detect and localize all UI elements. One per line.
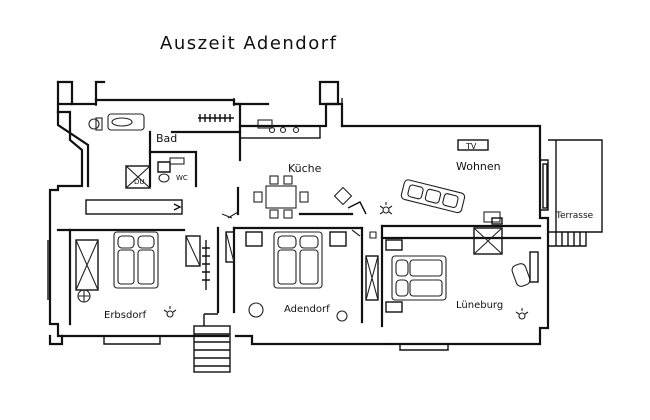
lamp-icon [515,308,529,320]
tv-label: TV [465,142,477,151]
room-label-du: DU [134,178,145,186]
outer-walls [48,80,550,346]
bed-icon [113,231,159,289]
wardrobe-icon [75,239,99,291]
kitchen: Küche [239,119,367,219]
door-icon [221,211,377,239]
counter [239,125,321,139]
room-label-erbsdorf: Erbsdorf [104,310,147,321]
room-label-kueche: Küche [288,162,322,175]
room-label-wc: WC [176,174,188,182]
bathtub-icon [107,113,145,131]
terrace [547,139,603,247]
bed-icon [391,255,447,301]
armchair-icon [511,263,531,287]
room-label-bad: Bad [156,132,177,145]
stairs-icon [193,313,231,373]
tv-icon [457,139,489,151]
table-icon [265,185,297,209]
room-erbsdorf: Erbsdorf [75,231,210,321]
room-adendorf: Adendorf [225,231,379,322]
lamp-icon [379,202,393,215]
toilet-icon: WC [157,157,188,183]
radiator-icon [198,114,234,122]
room-lueneburg: Lüneburg [385,227,539,320]
room-label-wohnen: Wohnen [456,160,501,173]
plan-title: Auszeit Adendorf [160,33,337,54]
chair-icon [269,175,279,185]
armchair-icon [248,302,264,318]
sink-icon [88,118,100,130]
room-label-adendorf: Adendorf [284,304,330,315]
bed-icon [273,231,323,289]
bathroom-fixtures: Bad [88,113,234,145]
living-room: TV Wohnen [379,139,548,225]
sofa-icon [400,179,466,214]
lamp-icon [163,306,177,318]
room-label-lueneburg: Lüneburg [456,300,503,311]
wardrobe-icon [473,227,503,255]
room-label-terrasse: Terrasse [555,211,594,221]
window-icon [47,98,549,351]
cabinet-icon [85,199,183,215]
interior-walls [56,124,542,328]
shower-icon: DU [125,165,151,189]
sink-icon [257,119,273,129]
